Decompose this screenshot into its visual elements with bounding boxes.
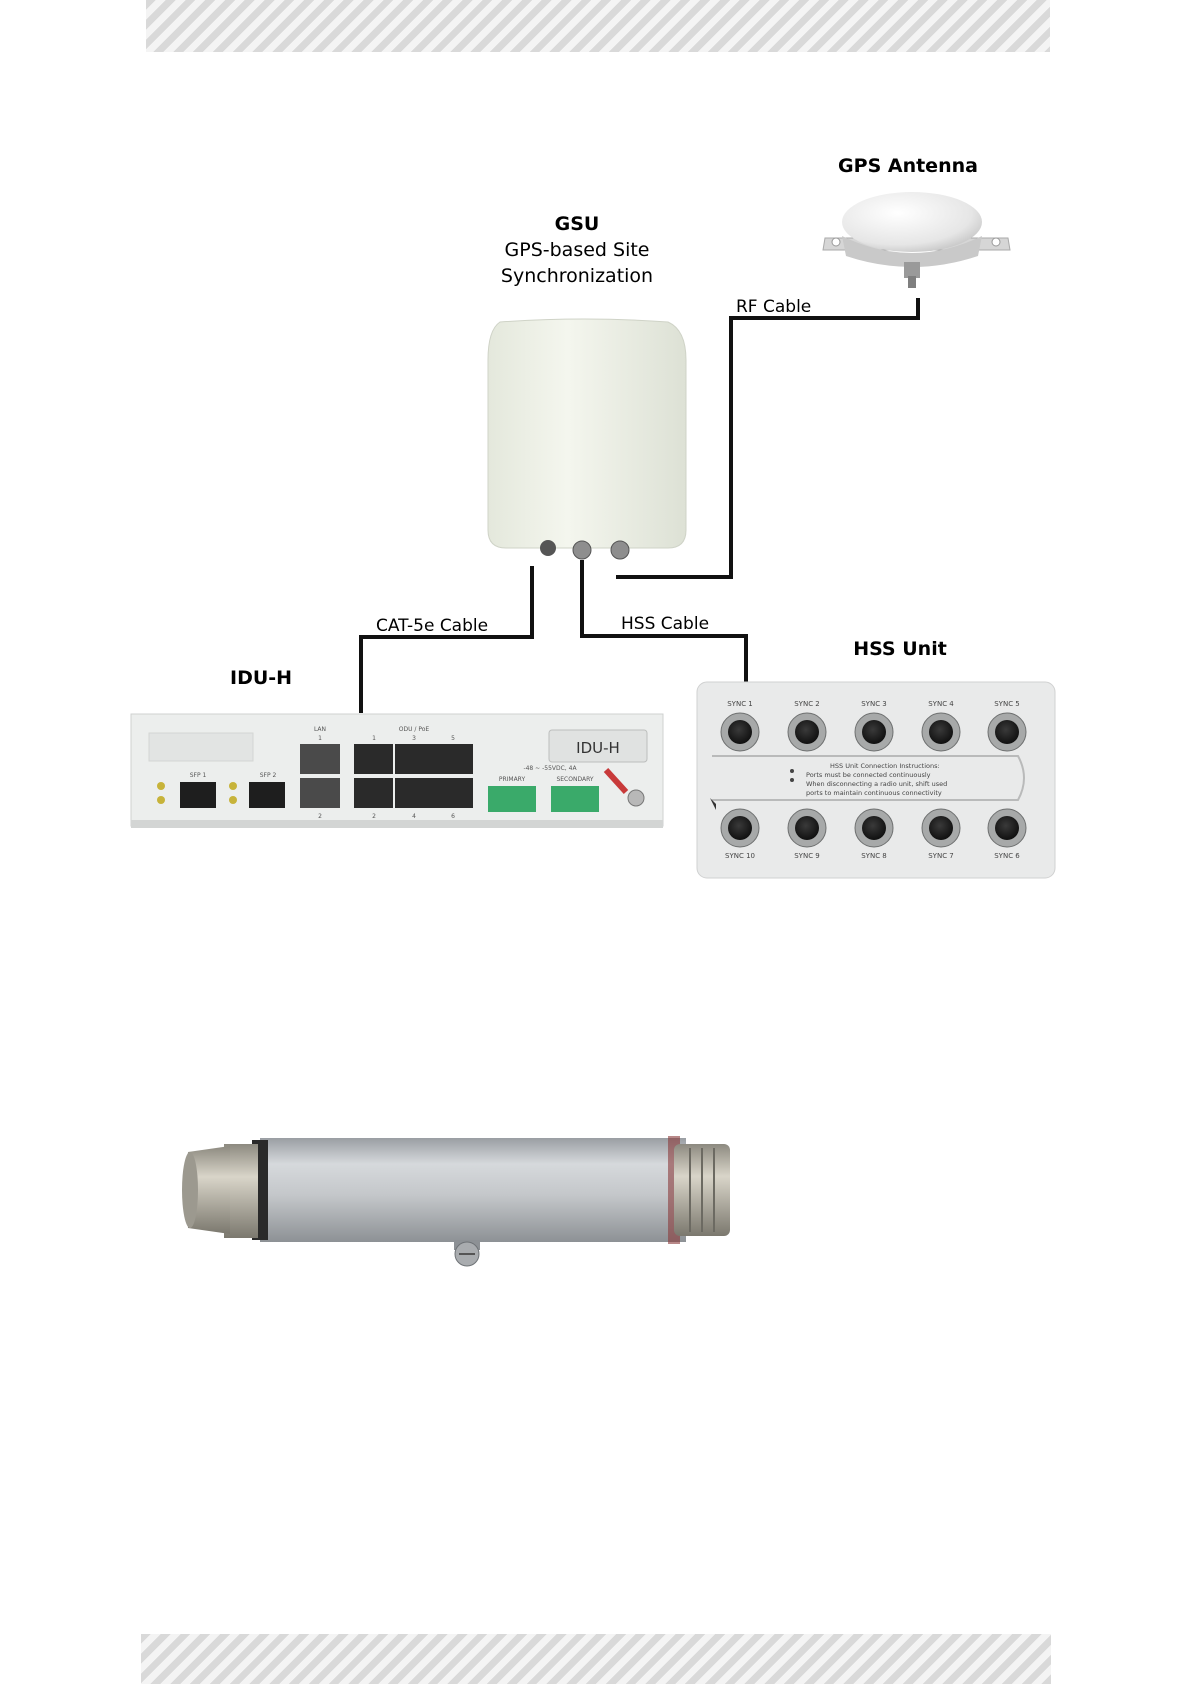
cables <box>359 298 920 713</box>
odu4-port[interactable] <box>395 778 434 808</box>
svg-text:6: 6 <box>451 813 455 820</box>
power-rating: -48 ~ -55VDC, 4A <box>523 765 577 772</box>
header-band <box>146 0 1050 52</box>
hss-port-socket <box>728 816 752 840</box>
protector-body <box>260 1138 686 1242</box>
hss-port-sync-3[interactable]: SYNC 3 <box>854 700 894 752</box>
hss-port-socket <box>995 816 1019 840</box>
hss-port-sync-5[interactable]: SYNC 5 <box>987 700 1027 752</box>
lan-label: LAN <box>314 726 326 733</box>
svg-text:2: 2 <box>318 813 322 820</box>
hss-port-socket <box>728 720 752 744</box>
hss-panel <box>696 681 1056 879</box>
hss-port-socket <box>862 816 886 840</box>
hss-port-label: SYNC 7 <box>928 852 954 860</box>
hss-port-sync-2[interactable]: SYNC 2 <box>787 700 827 752</box>
idu-plate-label: IDU-H <box>576 739 620 757</box>
hss-port-label: SYNC 5 <box>994 700 1020 708</box>
sfp2-port[interactable] <box>249 782 285 808</box>
hss-port-sync-6[interactable]: SYNC 6 <box>987 808 1027 860</box>
hss-port-label: SYNC 8 <box>861 852 887 860</box>
footer-band <box>141 1634 1051 1684</box>
hss-instructions-title: HSS Unit Connection Instructions: <box>830 762 940 770</box>
gps-antenna-label: GPS Antenna <box>838 155 978 177</box>
cat5e-cable <box>359 566 534 713</box>
hss-port-label: SYNC 2 <box>794 700 820 708</box>
odu6-port[interactable] <box>434 778 473 808</box>
hss-port-socket <box>795 816 819 840</box>
hss-port-sync-4[interactable]: SYNC 4 <box>921 700 961 752</box>
hss-cable <box>580 560 748 682</box>
lan2-port[interactable] <box>300 778 340 808</box>
hss-port-label: SYNC 9 <box>794 852 820 860</box>
gps-dome <box>842 192 982 252</box>
odu5-port[interactable] <box>434 744 473 774</box>
svg-text:1: 1 <box>372 735 376 742</box>
hss-port-socket <box>995 720 1019 744</box>
hss-port-sync-8[interactable]: SYNC 8 <box>854 808 894 860</box>
hss-port-label: SYNC 4 <box>928 700 954 708</box>
sfp1-label: SFP 1 <box>190 772 207 779</box>
hss-port-sync-1[interactable]: SYNC 1 <box>720 700 760 752</box>
hss-port-label: SYNC 3 <box>861 700 887 708</box>
primary-power-connector[interactable] <box>488 786 536 812</box>
svg-text:3: 3 <box>412 735 416 742</box>
rf-cable <box>616 298 920 579</box>
odu-label: ODU / PoE <box>399 726 430 733</box>
hss-port-label: SYNC 1 <box>727 700 753 708</box>
rf-cable-label: RF Cable <box>736 297 811 317</box>
hss-instruction-2a: When disconnecting a radio unit, shift u… <box>806 780 947 788</box>
gsu-title: GSU <box>555 213 600 235</box>
hss-port-label: SYNC 10 <box>725 852 755 860</box>
primary-label: PRIMARY <box>499 776 526 783</box>
secondary-power-connector[interactable] <box>551 786 599 812</box>
lan1-port[interactable] <box>300 744 340 774</box>
secondary-label: SECONDARY <box>556 776 593 783</box>
hss-port-sync-10[interactable]: SYNC 10 <box>720 808 760 860</box>
gsu-enclosure <box>487 318 687 549</box>
hss-port-sync-9[interactable]: SYNC 9 <box>787 808 827 860</box>
idu-name-plate <box>548 729 648 763</box>
hss-instruction-1: Ports must be connected continuously <box>806 771 931 779</box>
sfp2-label: SFP 2 <box>260 772 277 779</box>
hss-port-socket <box>929 816 953 840</box>
hss-instruction-2b: ports to maintain continuous connectivit… <box>806 789 942 797</box>
hss-port-sync-7[interactable]: SYNC 7 <box>921 808 961 860</box>
hss-port-socket <box>795 720 819 744</box>
gsu: GSU GPS-based Site Synchronization <box>487 213 687 560</box>
idu-h: IDU-H IDU-H SFP 1 SFP 2 LAN 1 2 ODU / Po… <box>130 667 664 828</box>
svg-text:2: 2 <box>372 813 376 820</box>
hss-port-socket <box>929 720 953 744</box>
svg-text:5: 5 <box>451 735 455 742</box>
lightning-protector <box>182 1136 730 1267</box>
svg-text:4: 4 <box>412 813 416 820</box>
cat5e-cable-label: CAT-5e Cable <box>376 616 488 636</box>
odu1-port[interactable] <box>354 744 393 774</box>
gsu-subtitle-line1: GPS-based Site <box>505 239 650 261</box>
svg-text:1: 1 <box>318 735 322 742</box>
gps-antenna: GPS Antenna <box>822 155 1011 288</box>
hss-port-label: SYNC 6 <box>994 852 1020 860</box>
protector-gland-end <box>187 1146 230 1234</box>
odu2-port[interactable] <box>354 778 393 808</box>
odu3-port[interactable] <box>395 744 434 774</box>
hss-port-socket <box>862 720 886 744</box>
sfp1-port[interactable] <box>180 782 216 808</box>
hss-ports: SYNC 1 SYNC 2 SYNC 3 SYNC 4 SYNC 5 SYNC 10 SYN… <box>720 700 1027 860</box>
hss-cable-label: HSS Cable <box>621 614 709 634</box>
hss-unit: HSS Unit HSS Unit Connection Instruction… <box>696 638 1056 879</box>
hss-unit-label: HSS Unit <box>853 638 947 660</box>
ground-screw-icon <box>627 789 645 807</box>
idu-h-label: IDU-H <box>230 667 292 689</box>
gsu-subtitle-line2: Synchronization <box>501 265 653 287</box>
